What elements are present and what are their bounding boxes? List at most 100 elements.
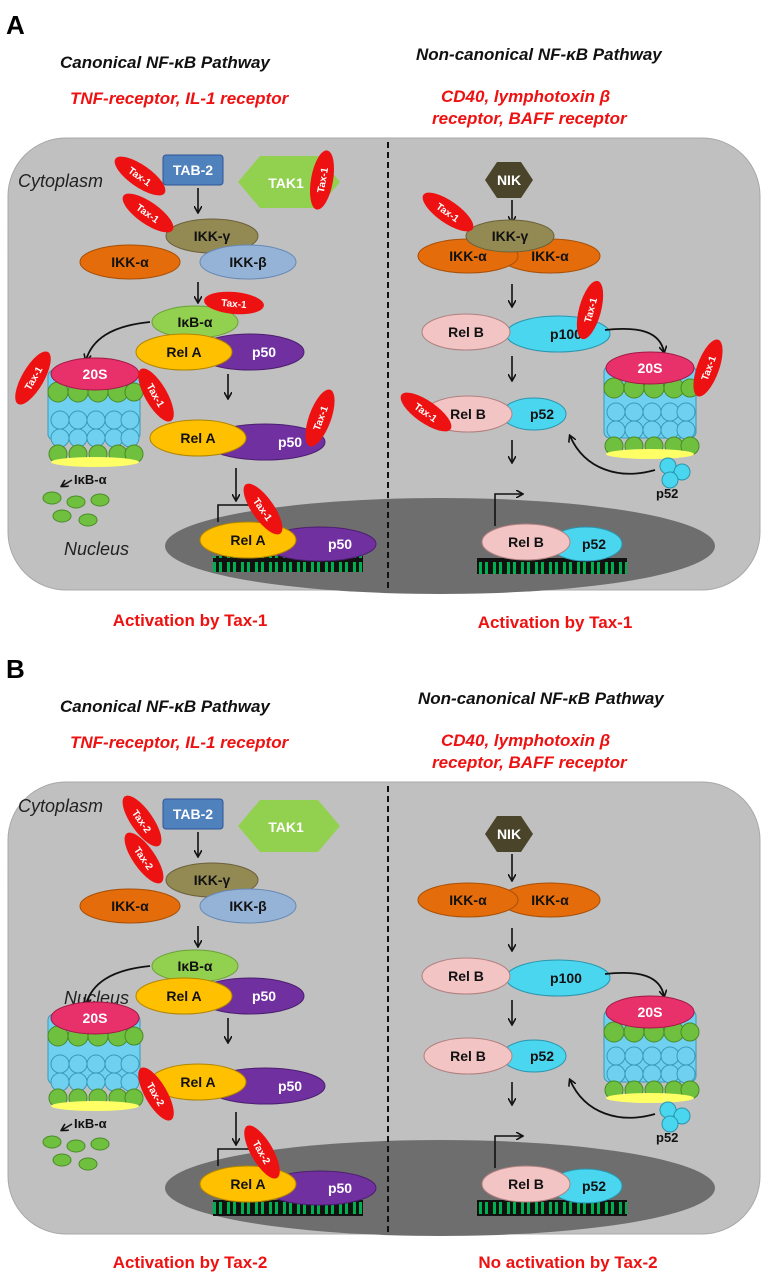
transcription-arrow bbox=[217, 505, 262, 522]
arrow bbox=[570, 1080, 656, 1119]
p100-label: p100 bbox=[550, 326, 582, 342]
tax-markers: Tax-1 Tax-1 Tax-1 Tax-1 Tax-1 Tax-1 Tax-… bbox=[15, 150, 723, 535]
proteasome: 20S bbox=[47, 357, 144, 467]
ikk-alpha bbox=[79, 244, 181, 280]
proteasome: 20S bbox=[603, 995, 700, 1103]
ikb-fragments bbox=[42, 1135, 110, 1171]
arrow bbox=[604, 327, 664, 352]
arrow bbox=[62, 1123, 73, 1130]
tax-marker: Tax-2 bbox=[138, 1067, 174, 1121]
panel-a-nucleus-label: Nucleus bbox=[64, 539, 129, 559]
panel-a: A Canonical NF-κB Pathway TNF-receptor, … bbox=[6, 10, 761, 632]
rela-label: Rel A bbox=[230, 1176, 265, 1192]
panel-a-noncanonical-title: Non-canonical NF-κB Pathway bbox=[416, 45, 663, 64]
arrow bbox=[86, 965, 151, 1004]
ikk-beta bbox=[199, 244, 297, 280]
ikb-fragment-label: IκB-α bbox=[74, 1116, 107, 1131]
panel-b-cytoplasm-label: Cytoplasm bbox=[18, 796, 103, 816]
ikk-alpha-label: IKK-α bbox=[531, 248, 569, 264]
tab2-box bbox=[162, 154, 224, 186]
proteasome: 20S bbox=[603, 351, 700, 459]
ikb-alpha-label: IκB-α bbox=[177, 958, 212, 974]
proteasome-label: 20S bbox=[83, 1010, 108, 1026]
panel-b: B Canonical NF-κB Pathway TNF-receptor, … bbox=[6, 654, 761, 1272]
tax-marker: Tax-1 bbox=[305, 389, 335, 447]
arrow bbox=[570, 436, 656, 475]
tax-marker: Tax-2 bbox=[124, 832, 164, 884]
relb bbox=[421, 957, 511, 995]
ikk-gamma-label: IKK-γ bbox=[194, 872, 231, 888]
tax-marker: Tax-1 bbox=[122, 193, 174, 233]
tax-marker: Tax-1 bbox=[138, 368, 174, 422]
panel-b-footer-right: No activation by Tax-2 bbox=[478, 1253, 657, 1272]
panel-a-canonical-receptors: TNF-receptor, IL-1 receptor bbox=[70, 89, 290, 108]
ikk-alpha bbox=[79, 888, 181, 924]
p50-label: p50 bbox=[328, 536, 352, 552]
proteasome-label: 20S bbox=[638, 1004, 663, 1020]
tak1-shape bbox=[238, 800, 340, 852]
panel-b-letter: B bbox=[6, 654, 25, 684]
relb-label: Rel B bbox=[450, 1048, 486, 1064]
tax-markers: Tax-2 Tax-2 Tax-2 Tax-2 bbox=[122, 795, 280, 1179]
panel-a-footer-right: Activation by Tax-1 bbox=[478, 613, 633, 632]
relb bbox=[423, 1037, 513, 1075]
panel-a-noncanonical-receptors-2: receptor, BAFF receptor bbox=[432, 109, 628, 128]
relb bbox=[421, 313, 511, 351]
ikk-alpha-label: IKK-α bbox=[111, 254, 149, 270]
ikk-gamma-label: IKK-γ bbox=[492, 228, 529, 244]
relb-label: Rel B bbox=[508, 534, 544, 550]
p50-label: p50 bbox=[278, 1078, 302, 1094]
p52-label: p52 bbox=[582, 536, 606, 552]
tax-marker: Tax-1 bbox=[204, 291, 264, 315]
tab2-label: TAB-2 bbox=[173, 162, 213, 178]
ikk-gamma bbox=[465, 219, 555, 253]
ikk-beta-label: IKK-β bbox=[229, 898, 267, 914]
p52-label: p52 bbox=[530, 1048, 554, 1064]
tax-marker: Tax-1 bbox=[693, 339, 723, 397]
p52-fragments bbox=[659, 1101, 691, 1133]
relb-label: Rel B bbox=[450, 406, 486, 422]
panel-b-noncanonical-title: Non-canonical NF-κB Pathway bbox=[418, 689, 665, 708]
ikk-beta bbox=[199, 888, 297, 924]
tax-marker: Tax-1 bbox=[576, 280, 604, 340]
ikk-alpha-label: IKK-α bbox=[531, 892, 569, 908]
panel-b-canonical-title: Canonical NF-κB Pathway bbox=[60, 697, 271, 716]
tak1-label: TAK1 bbox=[268, 819, 304, 835]
tax-marker: Tax-1 bbox=[243, 483, 283, 535]
rela bbox=[135, 333, 233, 371]
svg-text:Tax-1: Tax-1 bbox=[221, 298, 248, 311]
p52-fragment-label: p52 bbox=[656, 1130, 678, 1145]
relb bbox=[481, 1165, 571, 1203]
ikk-alpha-label: IKK-α bbox=[449, 892, 487, 908]
rela bbox=[135, 977, 233, 1015]
panel-a-noncanonical-receptors-1: CD40, lymphotoxin β bbox=[441, 87, 610, 106]
panel-a-cytoplasm-label: Cytoplasm bbox=[18, 171, 103, 191]
p50-label: p50 bbox=[252, 344, 276, 360]
tax-marker: Tax-1 bbox=[309, 150, 335, 210]
nik-shape bbox=[485, 816, 533, 852]
p50-label: p50 bbox=[252, 988, 276, 1004]
transcription-arrow bbox=[217, 1149, 262, 1166]
panel-b-footer-left: Activation by Tax-2 bbox=[113, 1253, 268, 1272]
ikb-fragments bbox=[42, 491, 110, 527]
p50-label: p50 bbox=[328, 1180, 352, 1196]
transcription-arrow bbox=[494, 1136, 522, 1168]
arrow bbox=[62, 479, 73, 486]
tax-marker: Tax-1 bbox=[15, 351, 51, 405]
proteasome-label: 20S bbox=[638, 360, 663, 376]
panel-a-footer-left: Activation by Tax-1 bbox=[113, 611, 268, 630]
ikk-alpha-label: IKK-α bbox=[449, 248, 487, 264]
rela-label: Rel A bbox=[180, 430, 215, 446]
tak1-label: TAK1 bbox=[268, 175, 304, 191]
p100-label: p100 bbox=[550, 970, 582, 986]
panel-b-canonical-receptors: TNF-receptor, IL-1 receptor bbox=[70, 733, 290, 752]
dna bbox=[477, 558, 627, 574]
proteasome-label: 20S bbox=[83, 366, 108, 382]
ikk-alpha-label: IKK-α bbox=[111, 898, 149, 914]
rela-label: Rel A bbox=[166, 988, 201, 1004]
ikb-fragment-label: IκB-α bbox=[74, 472, 107, 487]
tax-marker: Tax-1 bbox=[114, 156, 166, 196]
rela-label: Rel A bbox=[166, 344, 201, 360]
nik-shape bbox=[485, 162, 533, 198]
